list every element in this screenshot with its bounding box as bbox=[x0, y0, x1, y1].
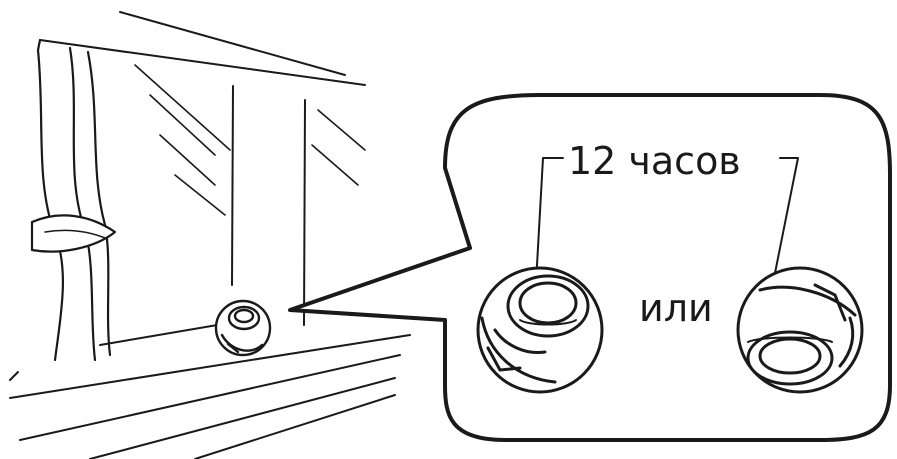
round-wearable-device-icon bbox=[216, 301, 270, 355]
or-label: или bbox=[639, 289, 713, 327]
device-face-side-icon bbox=[738, 268, 862, 392]
window-sunlight-scene-icon bbox=[10, 12, 410, 459]
device-face-up-icon bbox=[478, 268, 602, 392]
duration-label: 12 часов bbox=[568, 142, 741, 180]
